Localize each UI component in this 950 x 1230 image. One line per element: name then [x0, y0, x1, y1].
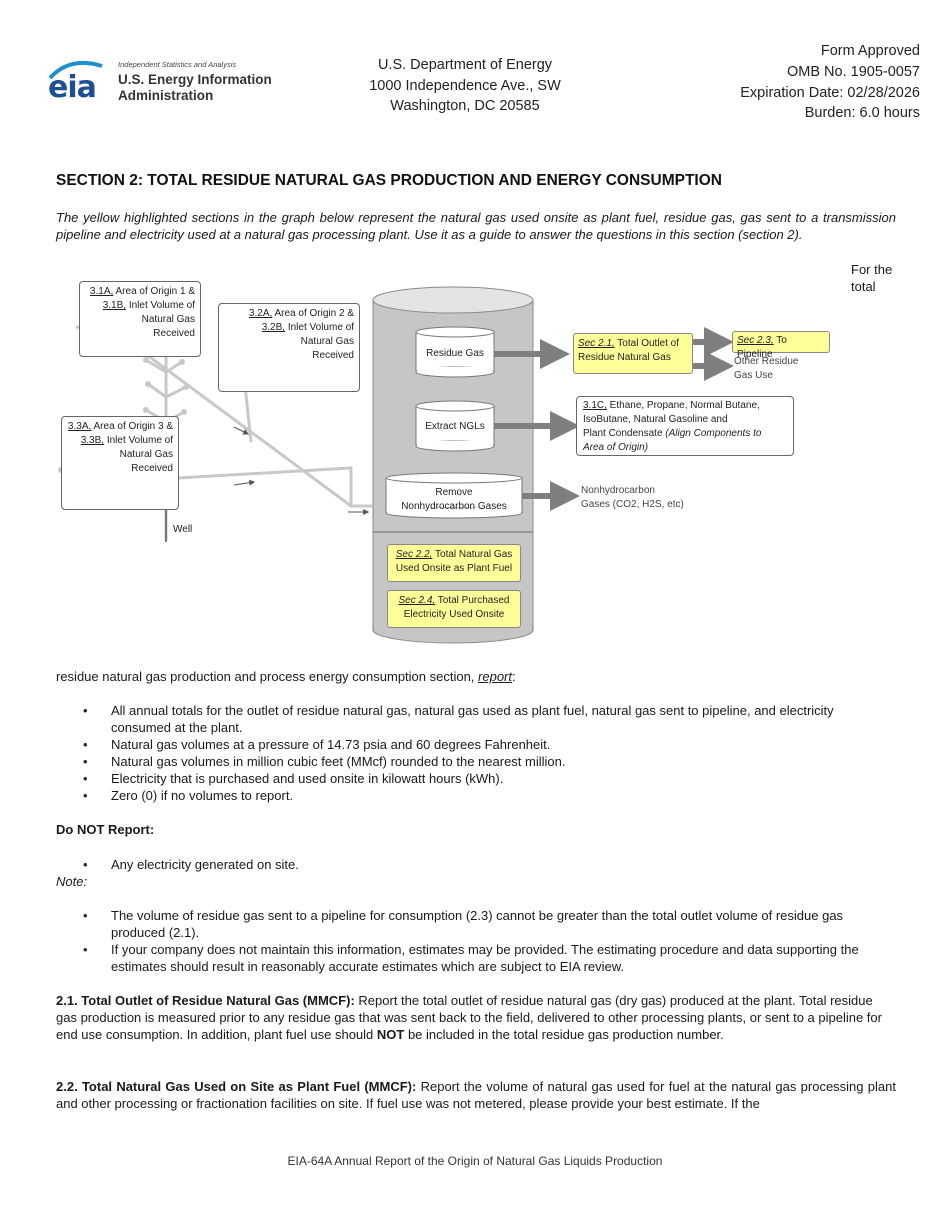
sec-2-4-electricity-box: Sec 2.4, Total Purchased Electricity Use…: [387, 590, 521, 628]
report-bullet-list: All annual totals for the outlet of resi…: [56, 702, 856, 804]
list-item: Zero (0) if no volumes to report.: [56, 787, 856, 804]
item-2-1-paragraph: 2.1. Total Outlet of Residue Natural Gas…: [56, 993, 882, 1042]
flow-arrow: [233, 426, 250, 435]
flow-arrow: [233, 479, 256, 486]
sec-2-2-plant-fuel-box: Sec 2.2, Total Natural Gas Used Onsite a…: [387, 544, 521, 582]
nonhydrocarbon-gases-label: Nonhydrocarbon Gases (CO2, H2S, etc): [581, 485, 684, 510]
report-intro: residue natural gas production and proce…: [56, 669, 516, 684]
item-2-1-heading: 2.1. Total Outlet of Residue Natural Gas…: [56, 993, 355, 1008]
report-emphasis: report: [478, 669, 512, 684]
list-item: Electricity that is purchased and used o…: [56, 770, 856, 787]
form-approval-info: Form Approved OMB No. 1905-0057 Expirati…: [740, 43, 920, 122]
origin-1-box: 3.1A, Area of Origin 1 & 3.1B, Inlet Vol…: [79, 281, 201, 357]
logo-mark: eia: [48, 70, 97, 105]
note-list: The volume of residue gas sent to a pipe…: [56, 907, 866, 975]
list-item: Natural gas volumes in million cubic fee…: [56, 753, 856, 770]
logo-name: U.S. Energy Information Administration: [118, 72, 272, 103]
ngl-components-box: 3.1C, Ethane, Propane, Normal Butane, Is…: [576, 396, 794, 456]
well-label: Well: [173, 524, 193, 535]
processing-plant-diagram: 3.1A, Area of Origin 1 & 3.1B, Inlet Vol…: [56, 272, 846, 657]
list-item: All annual totals for the outlet of resi…: [56, 702, 856, 736]
other-residue-gas-label: Other Residue Gas Use: [734, 356, 799, 381]
do-not-report-list: Any electricity generated on site.: [56, 856, 856, 873]
origin-3-box: 3.3A, Area of Origin 3 & 3.3B, Inlet Vol…: [61, 416, 179, 510]
note-heading: Note:: [56, 874, 88, 889]
agency-address: U.S. Department of Energy 1000 Independe…: [369, 57, 561, 114]
residue-gas-label: Residue Gas: [426, 348, 484, 359]
sec-2-1-residue-outlet-box: Sec 2.1, Total Outlet of Residue Natural…: [573, 333, 693, 374]
eia-logo: eia Independent Statistics and Analysis …: [48, 58, 298, 108]
logo-tagline: Independent Statistics and Analysis: [118, 60, 237, 69]
page-footer: EIA-64A Annual Report of the Origin of N…: [287, 1154, 663, 1168]
for-total-text: For the total: [851, 262, 893, 294]
output-arrows: [494, 327, 734, 511]
extract-ngls-cylinder: [415, 400, 495, 452]
section-intro: The yellow highlighted sections in the g…: [56, 210, 896, 242]
item-2-2-heading: 2.2. Total Natural Gas Used on Site as P…: [56, 1079, 417, 1094]
sec-2-3-pipeline-box: Sec 2.3, To Pipeline: [732, 331, 830, 360]
item-2-2-paragraph: 2.2. Total Natural Gas Used on Site as P…: [56, 1079, 896, 1111]
list-item: If your company does not maintain this i…: [56, 941, 866, 975]
section-title: SECTION 2: TOTAL RESIDUE NATURAL GAS PRO…: [56, 172, 722, 189]
list-item: Any electricity generated on site.: [56, 856, 856, 873]
do-not-report-heading: Do NOT Report:: [56, 822, 155, 837]
eia-swoosh-icon: [48, 61, 103, 80]
diagram-graphics: [58, 286, 734, 644]
extract-ngls-label: Extract NGLs: [425, 421, 485, 432]
remove-nonhydrocarbon-label: Remove Nonhydrocarbon Gases: [401, 487, 507, 512]
origin-2-box: 3.2A, Area of Origin 2 & 3.2B, Inlet Vol…: [218, 303, 360, 392]
list-item: The volume of residue gas sent to a pipe…: [56, 907, 866, 941]
list-item: Natural gas volumes at a pressure of 14.…: [56, 736, 856, 753]
